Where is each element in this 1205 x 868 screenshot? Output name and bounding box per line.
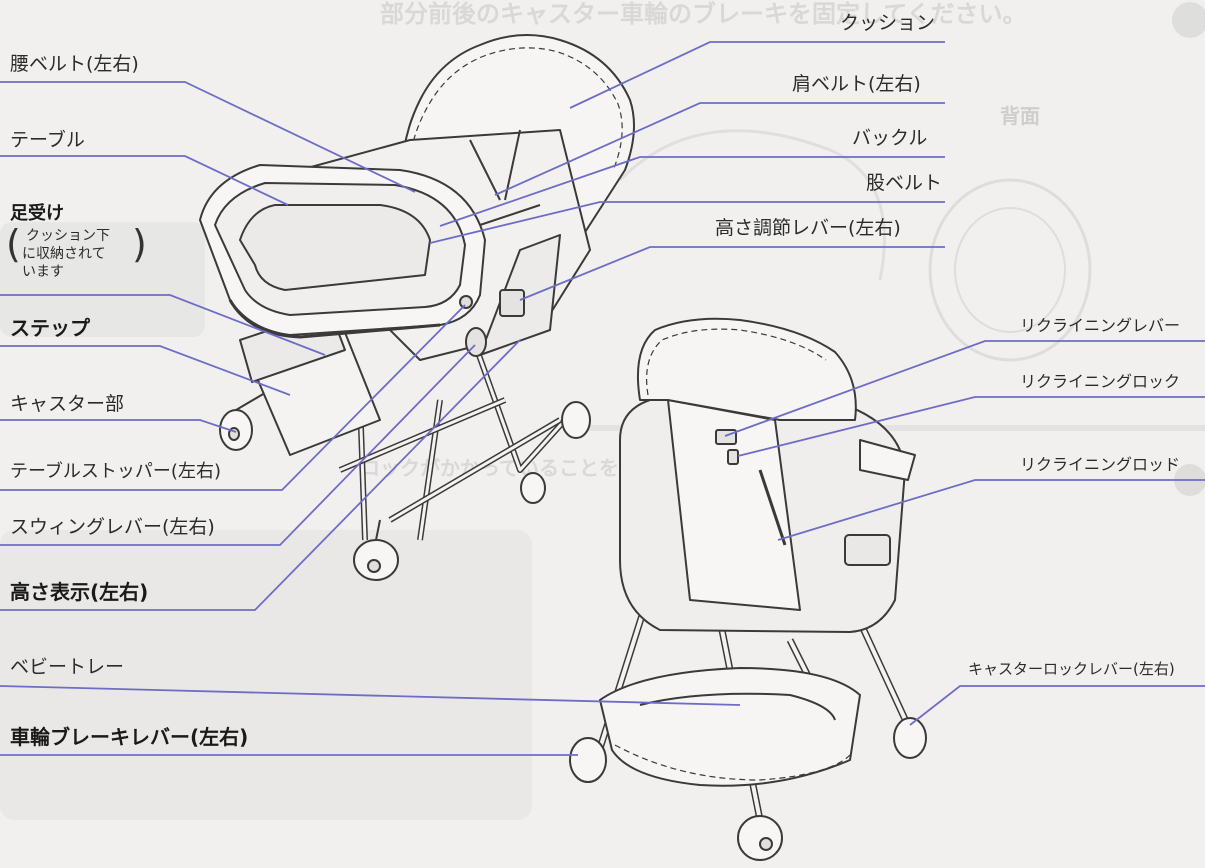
leader-recline-lever <box>724 340 1205 437</box>
label-recline-lever: リクライニングレバー <box>1020 316 1181 335</box>
label-wheel-brake-lever: 車輪ブレーキレバー(左右) <box>10 725 249 749</box>
front-chair-illustration <box>199 34 635 581</box>
leader-buckle <box>439 156 945 227</box>
label-caster-lock-lever: キャスターロックレバー(左右) <box>968 660 1175 678</box>
label-caster: キャスター部 <box>10 393 125 415</box>
label-swing-lever: スウィングレバー(左右) <box>10 516 215 538</box>
label-cushion: クッション <box>840 12 936 34</box>
leader-cushion <box>569 41 945 109</box>
background-panels <box>0 2 1205 820</box>
footrest-note: ( クッション下 に収納されて います ) <box>6 222 147 284</box>
label-baby-tray: ベビートレー <box>10 656 125 678</box>
leader-height-adjust-lever <box>519 246 945 301</box>
label-height-indicator: 高さ表示(左右) <box>10 580 149 604</box>
leader-shoulder-belt <box>494 102 945 196</box>
label-table: テーブル <box>10 129 85 151</box>
label-waist-belt: 腰ベルト(左右) <box>10 53 139 75</box>
note-open-paren: ( <box>6 222 21 266</box>
label-height-adjust-lever: 高さ調節レバー(左右) <box>715 217 901 239</box>
label-buckle: バックル <box>852 127 928 149</box>
leader-baby-tray <box>0 685 741 706</box>
leader-table <box>0 155 289 206</box>
label-crotch-belt: 股ベルト <box>866 172 943 194</box>
leader-recline-lock <box>737 396 1205 457</box>
background-rear-label: 背面 <box>1000 104 1040 128</box>
label-shoulder-belt: 肩ベルト(左右) <box>792 73 921 95</box>
leader-swing-lever <box>0 344 476 546</box>
label-table-stopper: テーブルストッパー(左右) <box>10 461 221 482</box>
label-recline-lock: リクライニングロック <box>1020 372 1181 391</box>
note-line-1: クッション下 <box>26 228 110 244</box>
leader-footrest <box>0 294 326 356</box>
note-close-paren: ) <box>132 222 147 266</box>
leader-table-stopper <box>0 304 466 491</box>
leader-height-indicator <box>0 339 521 611</box>
leader-caster-lock-lever <box>909 685 1205 726</box>
label-step: ステップ <box>10 316 90 340</box>
background-banner-top: 部分前後のキャスター車輪のブレーキを固定してください。 <box>380 0 1027 28</box>
note-line-2: に収納されて <box>22 246 106 262</box>
leader-waist-belt <box>0 81 416 193</box>
leader-recline-rod <box>777 479 1205 541</box>
leader-crotch-belt <box>429 201 945 244</box>
label-footrest: 足受け <box>10 203 64 224</box>
leader-lines <box>0 41 1205 756</box>
note-line-3: います <box>22 264 64 280</box>
rear-chair-illustration <box>569 317 927 861</box>
leader-step <box>0 345 291 396</box>
leader-caster <box>0 419 237 433</box>
label-recline-rod: リクライニングロッド <box>1020 455 1181 474</box>
